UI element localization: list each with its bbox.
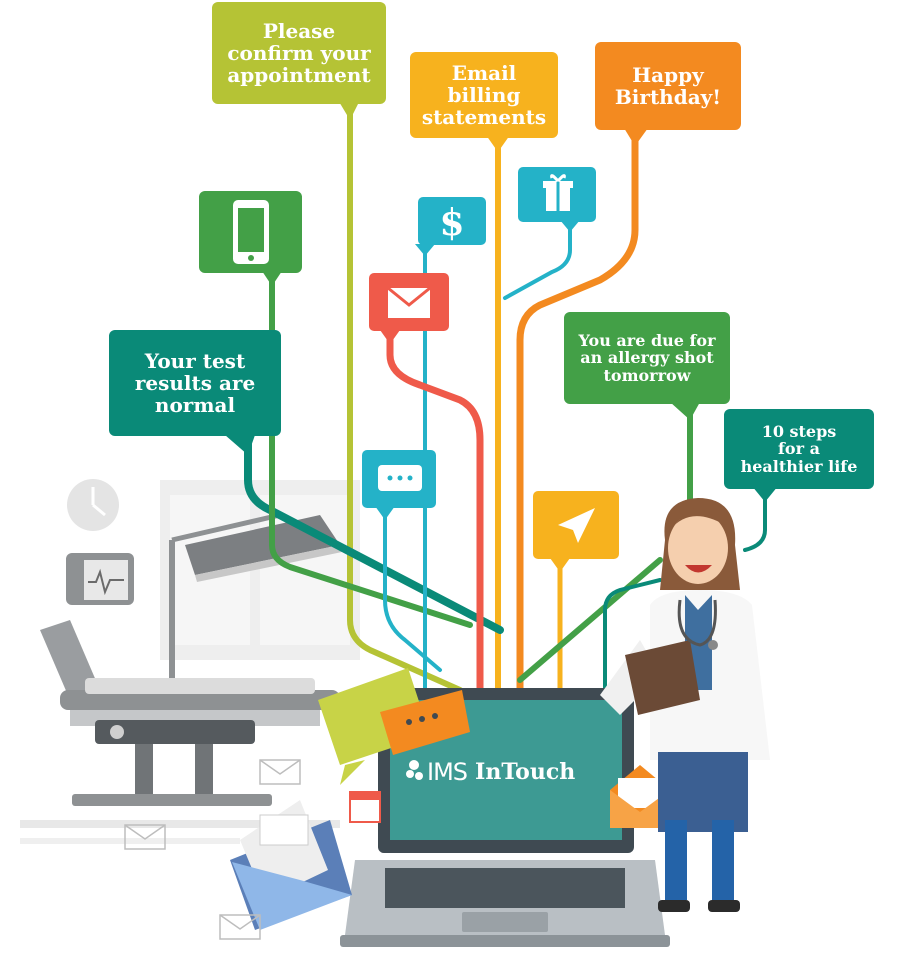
birthday-text: Happy Birthday! [614, 63, 722, 109]
test-results-bubble: Your test results are normal [109, 330, 281, 436]
dollar-icon: $ [418, 197, 486, 245]
healthier-life-bubble: 10 steps for a healthier life [724, 409, 874, 489]
birthday-bubble: Happy Birthday! [595, 42, 741, 130]
paper-plane-icon [533, 491, 619, 559]
brand-logo: IMS InTouch [405, 758, 575, 786]
clock-icon [67, 479, 119, 531]
appointment-reminder-text: Please confirm your appointment [227, 19, 371, 87]
appointment-reminder-bubble: Please confirm your appointment [212, 2, 386, 104]
gift-icon [518, 167, 596, 222]
envelope-icon [369, 273, 449, 331]
open-envelope-icon [610, 765, 670, 828]
phone-icon [199, 191, 302, 273]
heart-monitor-icon [66, 553, 134, 605]
calendar-icon [349, 791, 381, 823]
bubble-tails [225, 100, 778, 572]
chat-bubble-icon [318, 668, 470, 785]
allergy-shot-text: You are due for an allergy shot tomorrow [578, 330, 716, 385]
test-results-text: Your test results are normal [134, 349, 256, 417]
allergy-shot-bubble: You are due for an allergy shot tomorrow [564, 312, 730, 404]
brand-product: IMS [427, 758, 468, 786]
doctor-figure [600, 498, 770, 912]
billing-statements-text: Email billing statements [421, 61, 547, 129]
mail-envelope-icon [230, 800, 352, 930]
flying-envelopes [124, 759, 301, 940]
svg-text:$: $ [439, 202, 464, 244]
chat-icon [362, 450, 436, 508]
connector-lines [244, 97, 767, 694]
brand-name: InTouch [475, 759, 576, 785]
healthier-life-text: 10 steps for a healthier life [740, 421, 858, 476]
exam-table [40, 620, 340, 806]
billing-statements-bubble: Email billing statements [410, 52, 558, 138]
ims-logo-icon [406, 760, 423, 780]
